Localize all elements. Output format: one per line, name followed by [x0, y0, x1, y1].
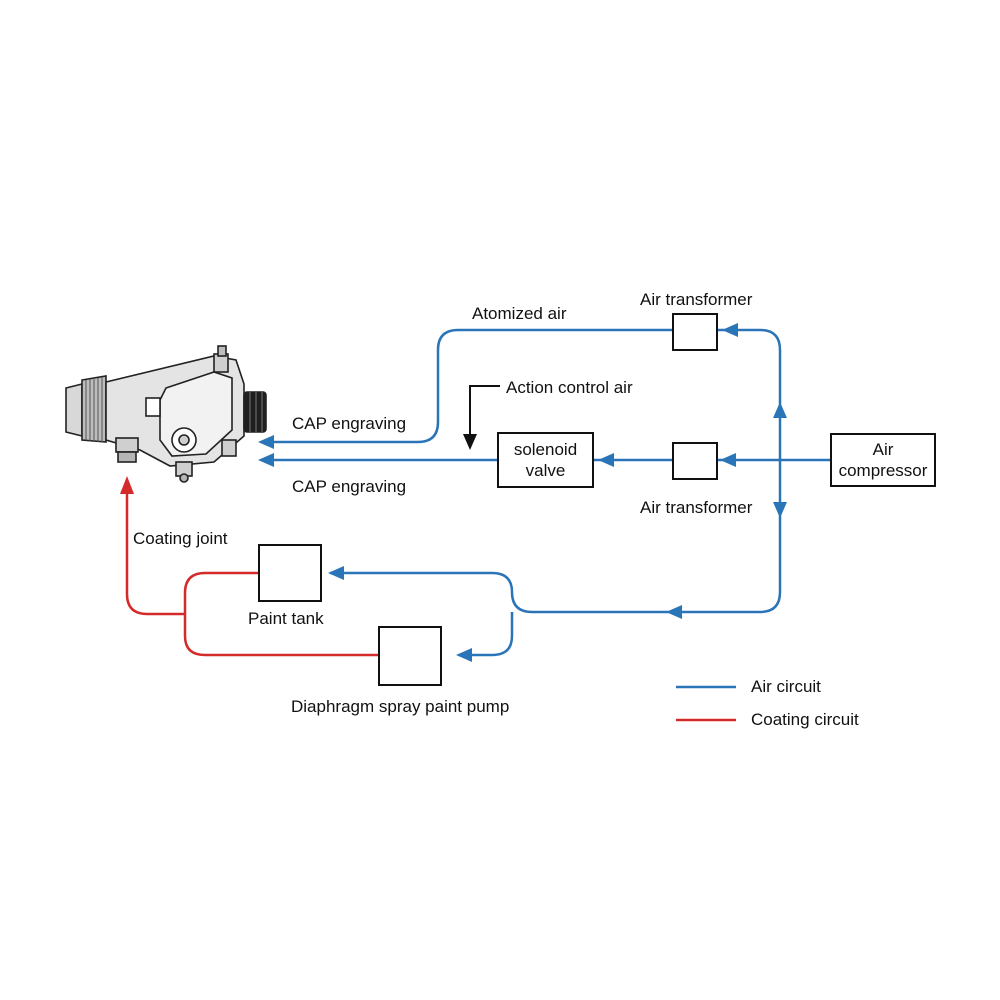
control-air-arrowhead — [463, 434, 477, 450]
arrow-gun-top — [258, 435, 274, 449]
paint-tank-label: Paint tank — [248, 609, 324, 628]
arrow-to-solenoid — [598, 453, 614, 467]
air-circuit-lines — [262, 328, 830, 657]
arrow-down-main — [773, 502, 787, 518]
paint-tank-box — [258, 544, 322, 602]
coating-joint-label: Coating joint — [133, 529, 228, 548]
legend-coating-circuit-label: Coating circuit — [751, 710, 859, 729]
arrow-gun-bottom — [258, 453, 274, 467]
solenoid-valve-label-line1: solenoid — [513, 439, 578, 459]
air-compressor-box: Air compressor — [830, 433, 936, 487]
coating-arrowhead — [120, 476, 134, 494]
coating-line-to-gun — [125, 492, 185, 616]
arrow-left-main — [666, 605, 682, 619]
air-transformer-bottom-label: Air transformer — [640, 498, 753, 517]
cap-engraving-bottom-label: CAP engraving — [292, 477, 407, 496]
solenoid-valve-label-line2: valve — [525, 461, 566, 480]
diaphragm-pump-label: Diaphragm spray paint pump — [291, 697, 510, 716]
legend-air-circuit-label: Air circuit — [751, 677, 821, 696]
air-line-atomized — [262, 328, 672, 444]
air-transformer-top-box — [672, 313, 718, 351]
control-air-line — [469, 385, 500, 440]
air-compressor-label-line2: compressor — [838, 461, 928, 480]
cap-engraving-top-label: CAP engraving — [292, 414, 407, 433]
coating-circuit-lines — [125, 492, 378, 657]
air-transformer-bottom-box — [672, 442, 718, 480]
air-transformer-top-label: Air transformer — [640, 290, 753, 309]
air-compressor-label-line1: Air — [872, 439, 894, 459]
air-main-loop-upper — [330, 328, 782, 614]
arrow-to-bottom-transformer — [720, 453, 736, 467]
air-arrowheads — [258, 323, 787, 662]
action-control-air-label: Action control air — [506, 378, 633, 397]
diaphragm-pump-box — [378, 626, 442, 686]
control-air — [463, 385, 500, 450]
atomized-air-label: Atomized air — [472, 304, 567, 323]
arrow-to-pump — [456, 648, 472, 662]
arrow-up-main — [773, 402, 787, 418]
solenoid-valve-box: solenoid valve — [497, 432, 594, 488]
spray-gun-icon — [65, 345, 267, 483]
arrow-to-top-transformer — [722, 323, 738, 337]
arrow-to-paint-tank — [328, 566, 344, 580]
air-line-to-pump — [460, 612, 514, 657]
